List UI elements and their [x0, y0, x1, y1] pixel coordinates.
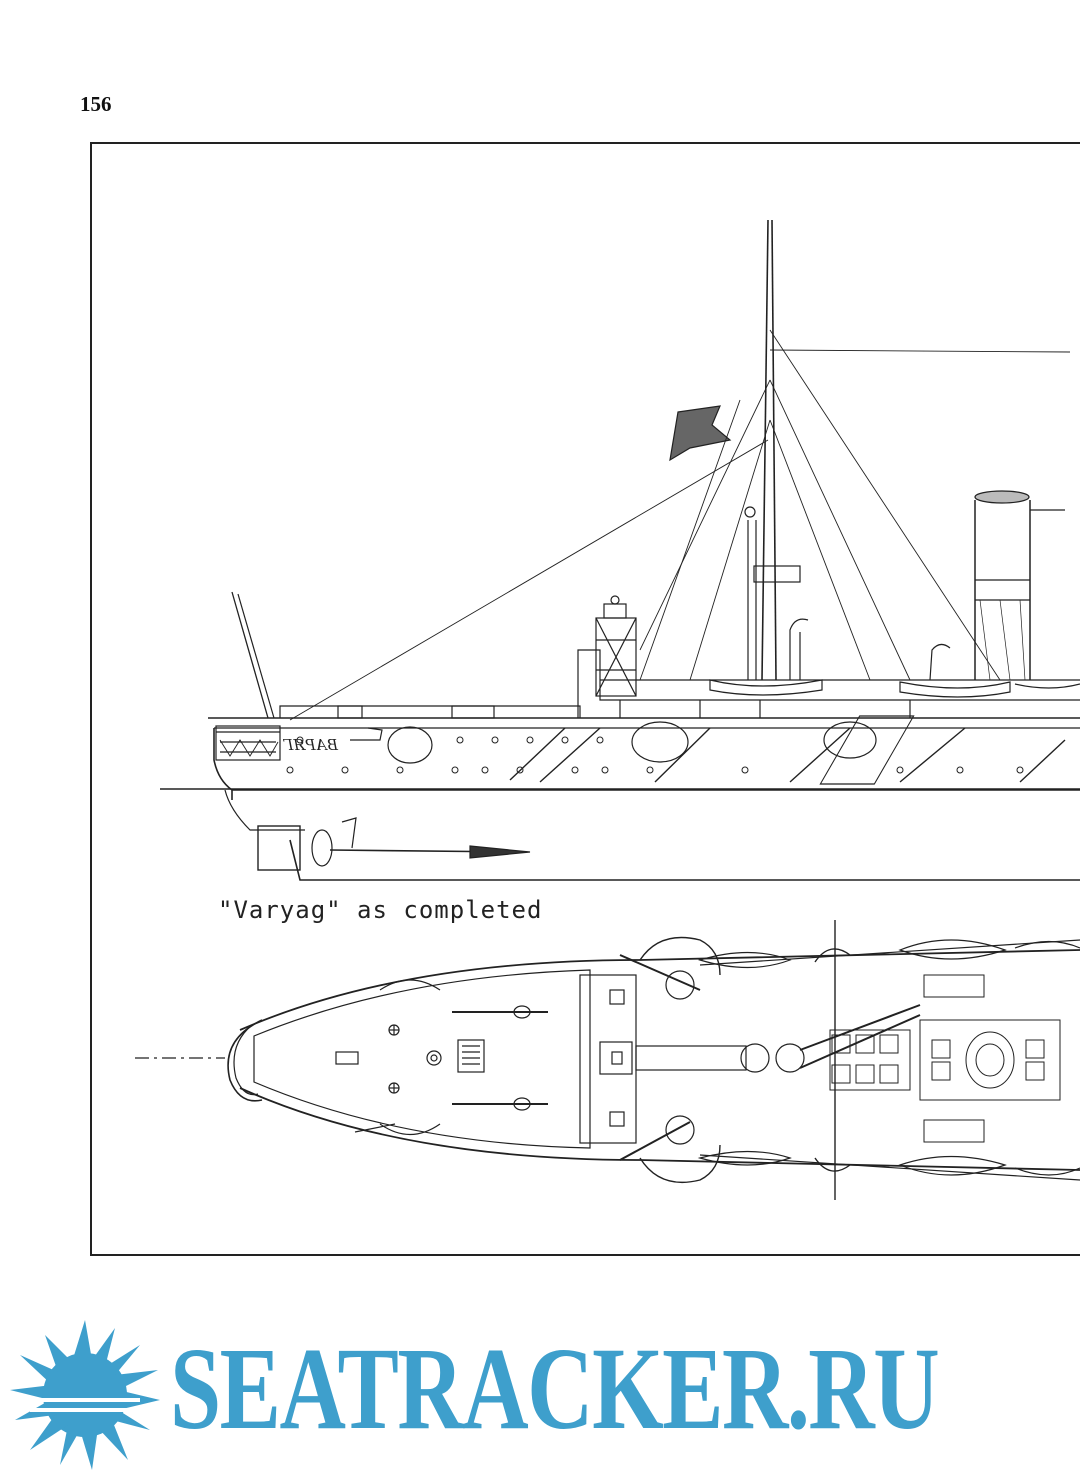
figure-caption: "Varyag" as completed — [218, 896, 543, 924]
side-elevation: ВАРЯГ — [160, 219, 1080, 881]
watermark-logo — [10, 1320, 160, 1470]
deck-plan — [135, 920, 1080, 1200]
drawing-frame — [90, 142, 1080, 1256]
watermark-text: SEATRACKER.RU — [170, 1323, 940, 1454]
svg-text:ВАРЯГ: ВАРЯГ — [282, 736, 339, 754]
page-number: 156 — [80, 92, 112, 116]
